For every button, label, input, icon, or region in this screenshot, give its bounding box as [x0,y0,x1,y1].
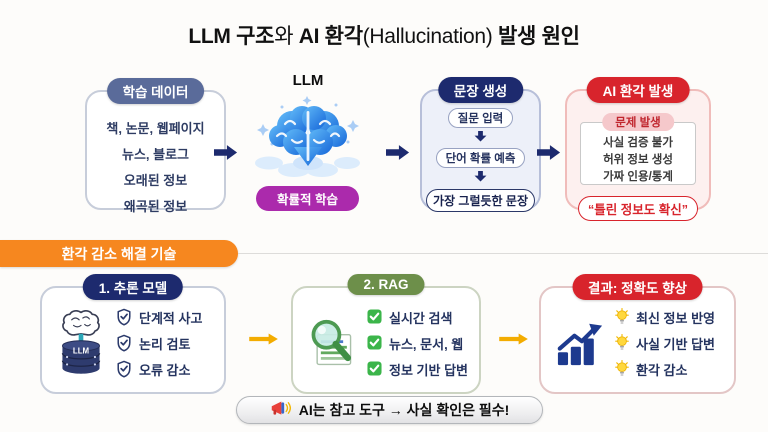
result-list: 최신 정보 반영 사실 기반 답변 환각 감소 [615,305,715,383]
llm-db-label: LLM [73,346,90,355]
list-item: 실시간 검색 [367,305,468,331]
rag-card: 2. RAG 실시간 검색 [291,274,481,394]
list-item-label: 사실 기반 답변 [636,336,715,352]
flow-arrow-icon [537,144,561,166]
generation-step: 질문 입력 [447,108,514,128]
list-item-label: 오류 감소 [139,362,191,378]
training-data-header: 학습 데이터 [106,78,205,104]
down-arrow-icon [474,129,487,147]
list-item: 정보 기반 답변 [367,357,468,383]
hallucination-box: AI 환각 발생 문제 발생 사실 검증 불가 허위 정보 생성 가짜 인용/통… [565,77,711,221]
title-seg: 발생 원인 [492,25,580,48]
shield-check-icon [116,360,132,381]
generation-steps: 질문 입력 단어 확률 예측 가장 그럴듯한 문장 [422,91,539,212]
problem-item: 가짜 인용/통계 [603,171,673,183]
rag-header: 2. RAG [347,274,425,295]
training-item: 왜곡된 정보 [123,199,188,214]
problem-item: 사실 검증 불가 [603,137,673,149]
page-title: LLM 구조와 AI 환각(Hallucination) 발생 원인 [0,20,768,50]
green-checkbox-icon [367,309,382,327]
problem-panel-header: 문제 발생 [602,113,674,131]
problem-item: 허위 정보 생성 [603,154,673,166]
list-item-label: 환각 감소 [636,362,688,378]
generation-result: 가장 그럴듯한 문장 [426,189,535,212]
list-item: 최신 정보 반영 [615,305,715,331]
list-item-label: 뉴스, 문서, 웹 [389,336,464,352]
footer-note-pill: AI는 참고 도구 → 사실 확인은 필수! [236,396,543,424]
title-seg: 와 [274,25,299,48]
training-data-box: 학습 데이터 책, 논문, 웹페이지 뉴스, 블로그 오래된 정보 왜곡된 정보 [85,78,226,214]
solutions-banner: 환각 감소 해결 기술 [0,240,238,267]
sentence-generation-box: 문장 생성 질문 입력 단어 확률 예측 가장 그럴듯한 문장 [420,77,541,212]
solution-arrow-icon [249,332,279,350]
green-checkbox-icon [367,361,382,379]
flow-arrow-icon [214,144,238,166]
problem-list: 사실 검증 불가 허위 정보 생성 가짜 인용/통계 [581,123,695,186]
shield-check-icon [116,308,132,329]
lightbulb-icon [615,360,629,380]
title-seg: LLM 구조 [188,25,275,48]
list-item: 뉴스, 문서, 웹 [367,331,468,357]
list-item: 단계적 사고 [116,305,202,331]
title-seg: (Hallucination) [362,25,493,48]
llm-label: LLM [292,72,324,89]
brain-database-icon: LLM [52,308,110,380]
lightbulb-icon [615,334,629,354]
reasoning-model-list: 단계적 사고 논리 검토 오류 감소 [116,305,202,383]
reasoning-model-card: 1. 추론 모델 LLM [40,274,226,394]
generation-step: 단어 확률 예측 [435,148,526,168]
hallucination-quote: “틀린 정보도 확신” [578,196,698,221]
title-seg: AI 환각 [298,25,363,48]
result-card: 결과: 정확도 향상 최신 정보 반영 [539,274,736,394]
training-item: 오래된 정보 [123,173,188,188]
rag-list: 실시간 검색 뉴스, 문서, 웹 정보 기반 답변 [367,305,468,383]
solution-arrow-icon [499,332,529,350]
reasoning-model-header: 1. 추론 모델 [82,274,184,300]
shield-check-icon [116,334,132,355]
lightbulb-icon [615,308,629,328]
sentence-generation-header: 문장 생성 [437,77,524,103]
list-item: 논리 검토 [116,331,202,357]
divider-line [238,253,768,254]
result-header: 결과: 정확도 향상 [572,274,703,300]
list-item-label: 실시간 검색 [389,310,453,326]
problem-panel: 문제 발생 사실 검증 불가 허위 정보 생성 가짜 인용/통계 [580,113,696,186]
training-item: 뉴스, 블로그 [121,147,190,162]
green-checkbox-icon [367,335,382,353]
list-item-label: 단계적 사고 [139,310,203,326]
list-item: 오류 감소 [116,357,202,383]
search-document-icon [303,316,361,372]
list-item-label: 논리 검토 [139,336,191,352]
megaphone-icon [270,400,291,421]
list-item: 사실 기반 답변 [615,331,715,357]
list-item-label: 최신 정보 반영 [636,310,715,326]
flow-arrow-icon [386,144,410,166]
footer-note: AI는 참고 도구 → 사실 확인은 필수! [298,402,510,418]
list-item-label: 정보 기반 답변 [389,362,468,378]
training-item: 책, 논문, 웹페이지 [106,121,205,136]
hallucination-header: AI 환각 발생 [586,77,690,103]
training-data-list: 책, 논문, 웹페이지 뉴스, 블로그 오래된 정보 왜곡된 정보 [87,92,224,220]
down-arrow-icon [474,169,487,187]
list-item: 환각 감소 [615,357,715,383]
brain-cloud-icon [252,92,364,185]
probabilistic-learning-badge: 확률적 학습 [256,186,359,211]
rising-chart-icon [551,321,609,367]
